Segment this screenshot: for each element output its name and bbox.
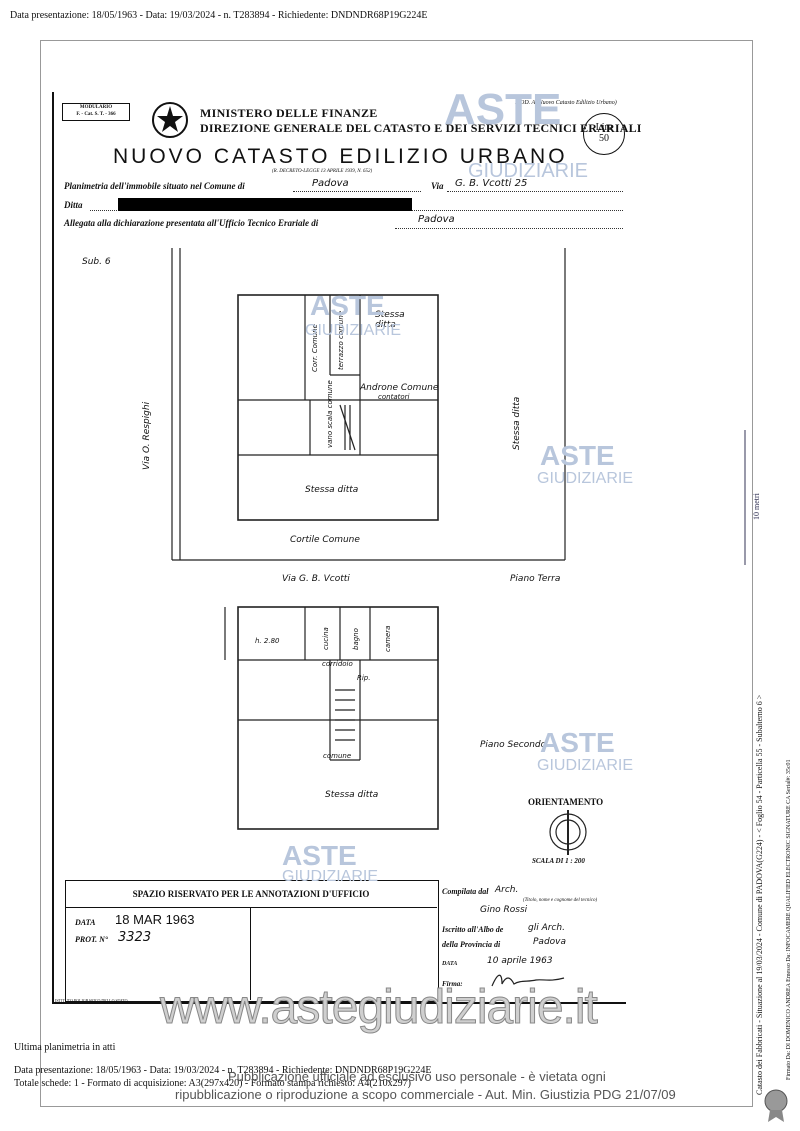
scale-bar-label: 10 metri	[752, 493, 761, 520]
page-frame	[40, 40, 753, 1107]
lire-label: Lire	[595, 122, 613, 133]
via-respighi-label: Via O. Respighi	[142, 401, 152, 470]
publication-notice-1: Pubblicazione ufficiale ad esclusivo uso…	[228, 1069, 606, 1084]
compass-icon	[549, 810, 587, 855]
piano-secondo-label: Piano Secondo	[480, 740, 547, 750]
printer-label: ISTITUTO POLIGRAFICO DELLO STATO	[55, 998, 128, 1003]
annotazioni-divider	[65, 907, 437, 908]
annotazioni-split	[250, 907, 251, 1000]
annot-data-label: DATA	[75, 918, 96, 927]
allegata-label: Allegata alla dichiarazione presentata a…	[64, 218, 319, 228]
watermark-aste-4: ASTE	[540, 727, 615, 758]
stessa-ditta-ground: Stessa ditta	[305, 485, 359, 495]
lire-value: 50	[599, 133, 609, 144]
bagno-label: bagno	[352, 628, 360, 650]
height-label: h. 2.80	[255, 637, 280, 645]
compilata-data-label: DATA	[442, 961, 458, 967]
signature-icon	[491, 974, 565, 987]
mod-a-label: MOD. A (Nuovo Catasto Edilizio Urbano)	[515, 100, 617, 106]
direzione-title: DIREZIONE GENERALE DEL CATASTO E DEI SER…	[200, 121, 642, 135]
firma-label: Firma:	[442, 980, 463, 988]
compilata-role: Arch.	[495, 885, 519, 895]
lire-stamp: Lire 50	[583, 113, 625, 155]
watermark-aste-1: ASTE	[444, 85, 562, 134]
emblem-icon	[152, 102, 188, 138]
compilata-note: (Titolo, nome e cognome del tecnico)	[523, 898, 598, 903]
watermark-site: www.astegiudiziarie.it	[160, 981, 599, 1035]
compilata-name: Gino Rossi	[480, 905, 528, 915]
comune-value: Padova	[312, 178, 349, 189]
form-border	[52, 92, 626, 1004]
via-line	[447, 181, 623, 192]
orientamento-label: ORIENTAMENTO	[528, 797, 604, 807]
androne-label: Androne Comune	[360, 383, 439, 393]
ufficio-value: Padova	[418, 214, 455, 225]
comune-line	[293, 181, 421, 192]
top-info-line: Data presentazione: 18/05/1963 - Data: 1…	[10, 10, 428, 21]
footer-line-1: Data presentazione: 18/05/1963 - Data: 1…	[14, 1065, 432, 1076]
cucina-label: cucina	[322, 627, 330, 650]
compilata-data-value: 10 aprile 1963	[487, 956, 553, 966]
modulario-label: MODULARIO	[79, 105, 113, 110]
planimetria-label: Planimetria dell'immobile situato nel Co…	[64, 181, 245, 191]
publication-notice-2: ripubblicazione o riproduzione a scopo c…	[175, 1087, 676, 1102]
document-title: NUOVO CATASTO EDILIZIO URBANO	[113, 145, 568, 168]
cortile-label: Cortile Comune	[290, 535, 360, 545]
watermark-aste-3: ASTE	[310, 290, 385, 321]
ufficio-line	[395, 218, 623, 229]
watermark-aste-2: ASTE	[540, 440, 615, 471]
via-value: G. B. Vcotti 25	[455, 178, 528, 189]
provincia-value: Padova	[533, 937, 567, 947]
compilata-label: Compilata dal	[442, 887, 489, 896]
redacted-ditta	[118, 198, 412, 211]
watermark-giudiziarie-2: GIUDIZIARIE	[537, 470, 634, 487]
comune-label: comune	[323, 752, 352, 760]
provincia-label: della Provincia di	[442, 940, 501, 949]
watermark-aste-5: ASTE	[282, 840, 357, 871]
ultima-planimetria: Ultima planimetria in atti	[14, 1042, 116, 1053]
footer-line-2: Totale schede: 1 - Formato di acquisizio…	[14, 1078, 411, 1089]
stessa-ditta-right: Stessa ditta	[512, 396, 522, 450]
watermark-giudiziarie-1: GIUDIZIARIE	[468, 160, 589, 182]
modulario-code: F. - Cat. S. T. - 366	[76, 112, 116, 117]
stessa-ditta-top: Stessa ditta	[375, 310, 405, 330]
scala-label: SCALA DI 1 : 200	[532, 857, 585, 865]
side-catasto-text: Catasto dei Fabbricati - Situazione al 1…	[755, 694, 764, 1095]
via-label: Via	[431, 181, 444, 191]
annot-data-value: 18 MAR 1963	[115, 912, 195, 927]
ditta-label: Ditta	[64, 200, 83, 210]
modulario-box: MODULARIO F. - Cat. S. T. - 366	[62, 103, 130, 121]
annotazioni-box	[65, 880, 439, 1002]
iscritto-label: Iscritto all'Albo de	[442, 925, 504, 934]
vano-scala-label: vano scala comune	[326, 380, 334, 448]
sub-label: Sub. 6	[82, 257, 111, 267]
seal-icon	[764, 1089, 788, 1122]
annot-prot-label: PROT. N°	[75, 935, 109, 944]
rip-label: Rip.	[357, 674, 371, 682]
piano-terra-label: Piano Terra	[510, 574, 561, 584]
watermark-giudiziarie-5: GIUDIZIARIE	[282, 868, 379, 885]
watermark-giudiziarie-4: GIUDIZIARIE	[537, 757, 634, 774]
iscritto-value: gli Arch.	[528, 923, 565, 933]
via-vcotti-label: Via G. B. Vcotti	[282, 574, 350, 584]
contatori-label: contatori	[378, 393, 410, 401]
decreto-line: (R. DECRETO-LEGGE 13 APRILE 1939, N. 652…	[272, 169, 373, 174]
ministero-title: MINISTERO DELLE FINANZE	[200, 106, 378, 120]
side-signature-text: Firmato Da: DI DOMENICO ANDREA Emesso Da…	[786, 759, 792, 1080]
camera-label: camera	[384, 625, 392, 652]
annotazioni-title: SPAZIO RISERVATO PER LE ANNOTAZIONI D'UF…	[132, 889, 370, 899]
corridoio-label: corridoio	[322, 660, 353, 668]
stessa-ditta-second: Stessa ditta	[325, 790, 379, 800]
watermark-giudiziarie-3: GIUDIZIARIE	[305, 322, 402, 339]
annot-prot-value: 3323	[118, 930, 152, 945]
